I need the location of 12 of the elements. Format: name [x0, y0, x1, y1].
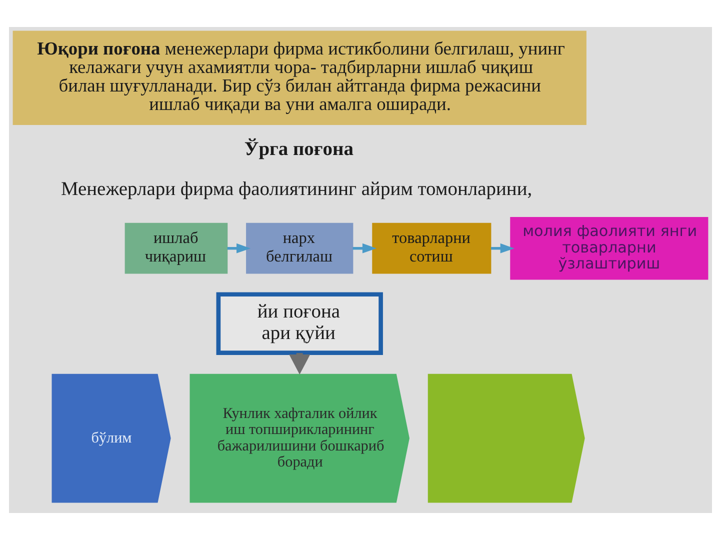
- node-chevron: [427, 374, 584, 503]
- node-box: товарларни сотиш: [372, 222, 491, 274]
- arrow: [352, 243, 376, 254]
- arrow: [226, 243, 250, 254]
- node-box: молия фаолияти янги товарларни ўзлаштириш: [510, 216, 708, 280]
- node-box: ишлаб чиқариш: [124, 222, 228, 274]
- label: Менежерлари фирма фаолиятининг айрим томонларини,: [60, 179, 532, 200]
- label: Ўрга поғона: [244, 139, 353, 160]
- node-box: Юқори поғона менежерлари фирма истикболини белгилаш, унинг келажаги учун ахамиятли чора- тадбирларни ишлаб чиқиш билан шуғулланади. Бир сўз билан айтганда фирма режасини ишлаб чиқади ва уни амалга оширади.: [12, 30, 586, 125]
- node-box: нарх белгилаш: [246, 222, 353, 274]
- node-box: йи поғона ари қуйи: [216, 292, 382, 355]
- arrow: [490, 243, 514, 254]
